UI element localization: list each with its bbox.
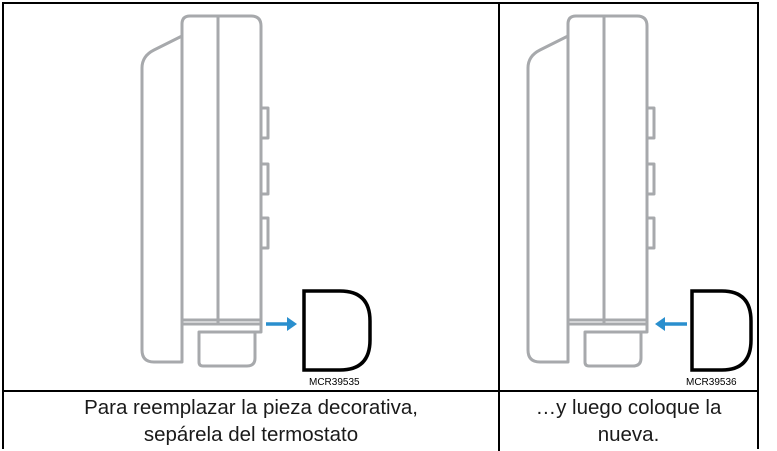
figure-code-right: MCR39536 (686, 377, 737, 388)
side-button-3 (261, 216, 270, 250)
decorative-trim-piece (690, 289, 753, 372)
figure-code-left: MCR39535 (309, 377, 360, 388)
side-button-1 (647, 106, 656, 140)
decorative-trim-piece (302, 289, 372, 372)
caption-attach-trim: …y luego coloque la nueva. (500, 393, 757, 450)
thermostat-side-view-right: MCR39536 (526, 14, 753, 388)
illustration-attach-trim: MCR39536 (500, 4, 757, 390)
device-back-wall (140, 34, 184, 364)
row-divider (2, 390, 759, 392)
column-divider (498, 2, 500, 451)
device-base (568, 318, 649, 368)
caption-line: sepárela del termostato (143, 423, 359, 446)
arrow-right-icon (266, 317, 297, 331)
device-back-wall (526, 34, 570, 364)
side-button-3 (647, 216, 656, 250)
device-body (566, 14, 649, 326)
caption-line: …y luego coloque la (535, 396, 722, 419)
table-frame (2, 2, 759, 449)
caption-line: Para reemplazar la pieza decorativa, (84, 396, 418, 419)
illustration-remove-trim: MCR39535 (4, 4, 498, 390)
side-button-2 (647, 162, 656, 196)
arrow-left-icon (655, 317, 687, 331)
device-base (182, 318, 263, 368)
caption-remove-trim: Para reemplazar la pieza decorativa, sep… (4, 393, 498, 450)
device-body (180, 14, 263, 326)
thermostat-side-view-left: MCR39535 (140, 14, 372, 388)
side-button-2 (261, 162, 270, 196)
caption-line: nueva. (597, 423, 660, 446)
side-button-1 (261, 106, 270, 140)
